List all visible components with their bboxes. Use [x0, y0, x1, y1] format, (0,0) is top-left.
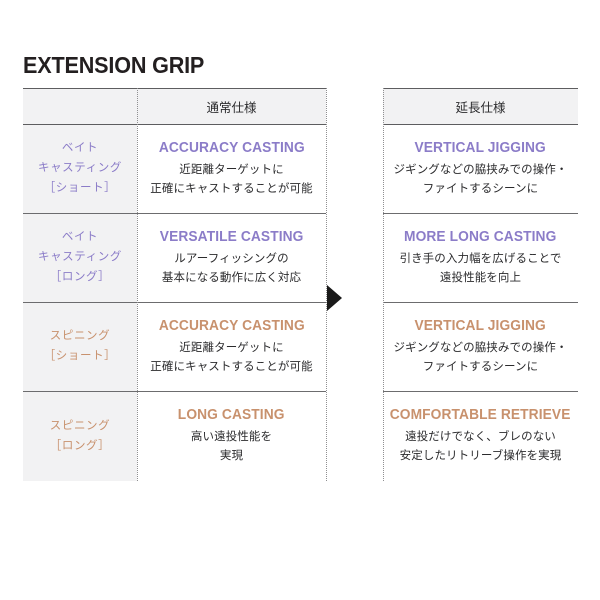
header-cell-normal: 通常仕様 [137, 88, 326, 125]
header-cell-blank [23, 88, 137, 125]
cell-subline: 近距離ターゲットに [179, 341, 284, 354]
cell-headline: MORE LONG CASTING [404, 228, 557, 245]
cell-subline: ファイトするシーンに [422, 360, 539, 373]
cell-normal: ACCURACY CASTING 近距離ターゲットに 正確にキャストすることが可… [137, 303, 326, 392]
row-label-line: キャスティング [37, 251, 122, 264]
column-divider-1 [137, 88, 138, 481]
table-row: ベイト キャスティング ［ロング］ VERSATILE CASTING ルアーフ… [23, 214, 578, 303]
cell-subline: ジギングなどの脇挟みでの操作・ [393, 163, 568, 176]
cell-subline: ファイトするシーンに [422, 182, 539, 195]
cell-normal: LONG CASTING 高い遠投性能を 実現 [137, 392, 326, 481]
cell-headline: ACCURACY CASTING [158, 139, 305, 156]
cell-extension: MORE LONG CASTING 引き手の入力幅を広げることで 遠投性能を向上 [383, 214, 578, 303]
cell-headline: VERTICAL JIGGING [414, 317, 547, 334]
row-label-line: ベイト [61, 142, 99, 155]
cell-subline: ジギングなどの脇挟みでの操作・ [393, 341, 568, 354]
cell-subline: 正確にキャストすることが可能 [150, 182, 313, 195]
cell-subline: 正確にキャストすることが可能 [150, 360, 313, 373]
triangle-right-icon [327, 285, 342, 311]
cell-normal: VERSATILE CASTING ルアーフィッシングの 基本になる動作に広く対… [137, 214, 326, 303]
table-header-row: 通常仕様 延長仕様 [23, 88, 578, 125]
row-label: ベイト キャスティング ［ロング］ [23, 214, 137, 303]
cell-gap [326, 125, 383, 214]
header-cell-gap [326, 88, 383, 125]
cell-gap [326, 303, 383, 392]
row-label: ベイト キャスティング ［ショート］ [23, 125, 137, 214]
column-divider-3 [383, 88, 384, 481]
table-row: スピニング ［ショート］ ACCURACY CASTING 近距離ターゲットに … [23, 303, 578, 392]
cell-subline: 遠投だけでなく、ブレのない [405, 431, 556, 444]
cell-subline: 実現 [219, 450, 244, 462]
page-title: EXTENSION GRIP [23, 52, 205, 78]
row-label-line: ［ロング］ [49, 270, 111, 283]
cell-extension: COMFORTABLE RETRIEVE 遠投だけでなく、ブレのない 安定したリ… [383, 392, 578, 481]
row-label-line: ［ロング］ [49, 439, 111, 452]
row-label-line: キャスティング [37, 162, 122, 175]
column-divider-2 [326, 88, 327, 481]
row-label-line: ［ショート］ [43, 350, 117, 362]
cell-headline: COMFORTABLE RETRIEVE [390, 407, 571, 424]
cell-normal: ACCURACY CASTING 近距離ターゲットに 正確にキャストすることが可… [137, 125, 326, 214]
cell-subline: 遠投性能を向上 [439, 271, 522, 284]
cell-subline: 高い遠投性能を [190, 431, 273, 444]
row-label-line: スピニング [49, 419, 111, 432]
header-cell-extension: 延長仕様 [383, 88, 578, 125]
row-label-line: ［ショート］ [43, 181, 117, 194]
cell-subline: 安定したリトリーブ操作を実現 [399, 450, 562, 462]
table-row: スピニング ［ロング］ LONG CASTING 高い遠投性能を 実現 COMF… [23, 392, 578, 481]
cell-headline: VERTICAL JIGGING [414, 139, 547, 156]
cell-headline: VERSATILE CASTING [159, 228, 304, 245]
cell-subline: 近距離ターゲットに [179, 163, 284, 176]
row-label-line: スピニング [49, 330, 111, 343]
cell-subline: 基本になる動作に広く対応 [161, 271, 302, 284]
row-label-line: ベイト [61, 231, 99, 244]
cell-extension: VERTICAL JIGGING ジギングなどの脇挟みでの操作・ ファイトするシ… [383, 303, 578, 392]
row-label: スピニング ［ロング］ [23, 392, 137, 481]
cell-extension: VERTICAL JIGGING ジギングなどの脇挟みでの操作・ ファイトするシ… [383, 125, 578, 214]
row-label: スピニング ［ショート］ [23, 303, 137, 392]
cell-subline: ルアーフィッシングの [174, 252, 289, 265]
cell-gap [326, 392, 383, 481]
cell-subline: 引き手の入力幅を広げることで [399, 252, 562, 265]
table-row: ベイト キャスティング ［ショート］ ACCURACY CASTING 近距離タ… [23, 125, 578, 214]
comparison-table: 通常仕様 延長仕様 ベイト キャスティング ［ショート］ ACCURACY CA… [23, 88, 578, 481]
cell-headline: ACCURACY CASTING [158, 317, 305, 334]
cell-headline: LONG CASTING [178, 407, 285, 424]
